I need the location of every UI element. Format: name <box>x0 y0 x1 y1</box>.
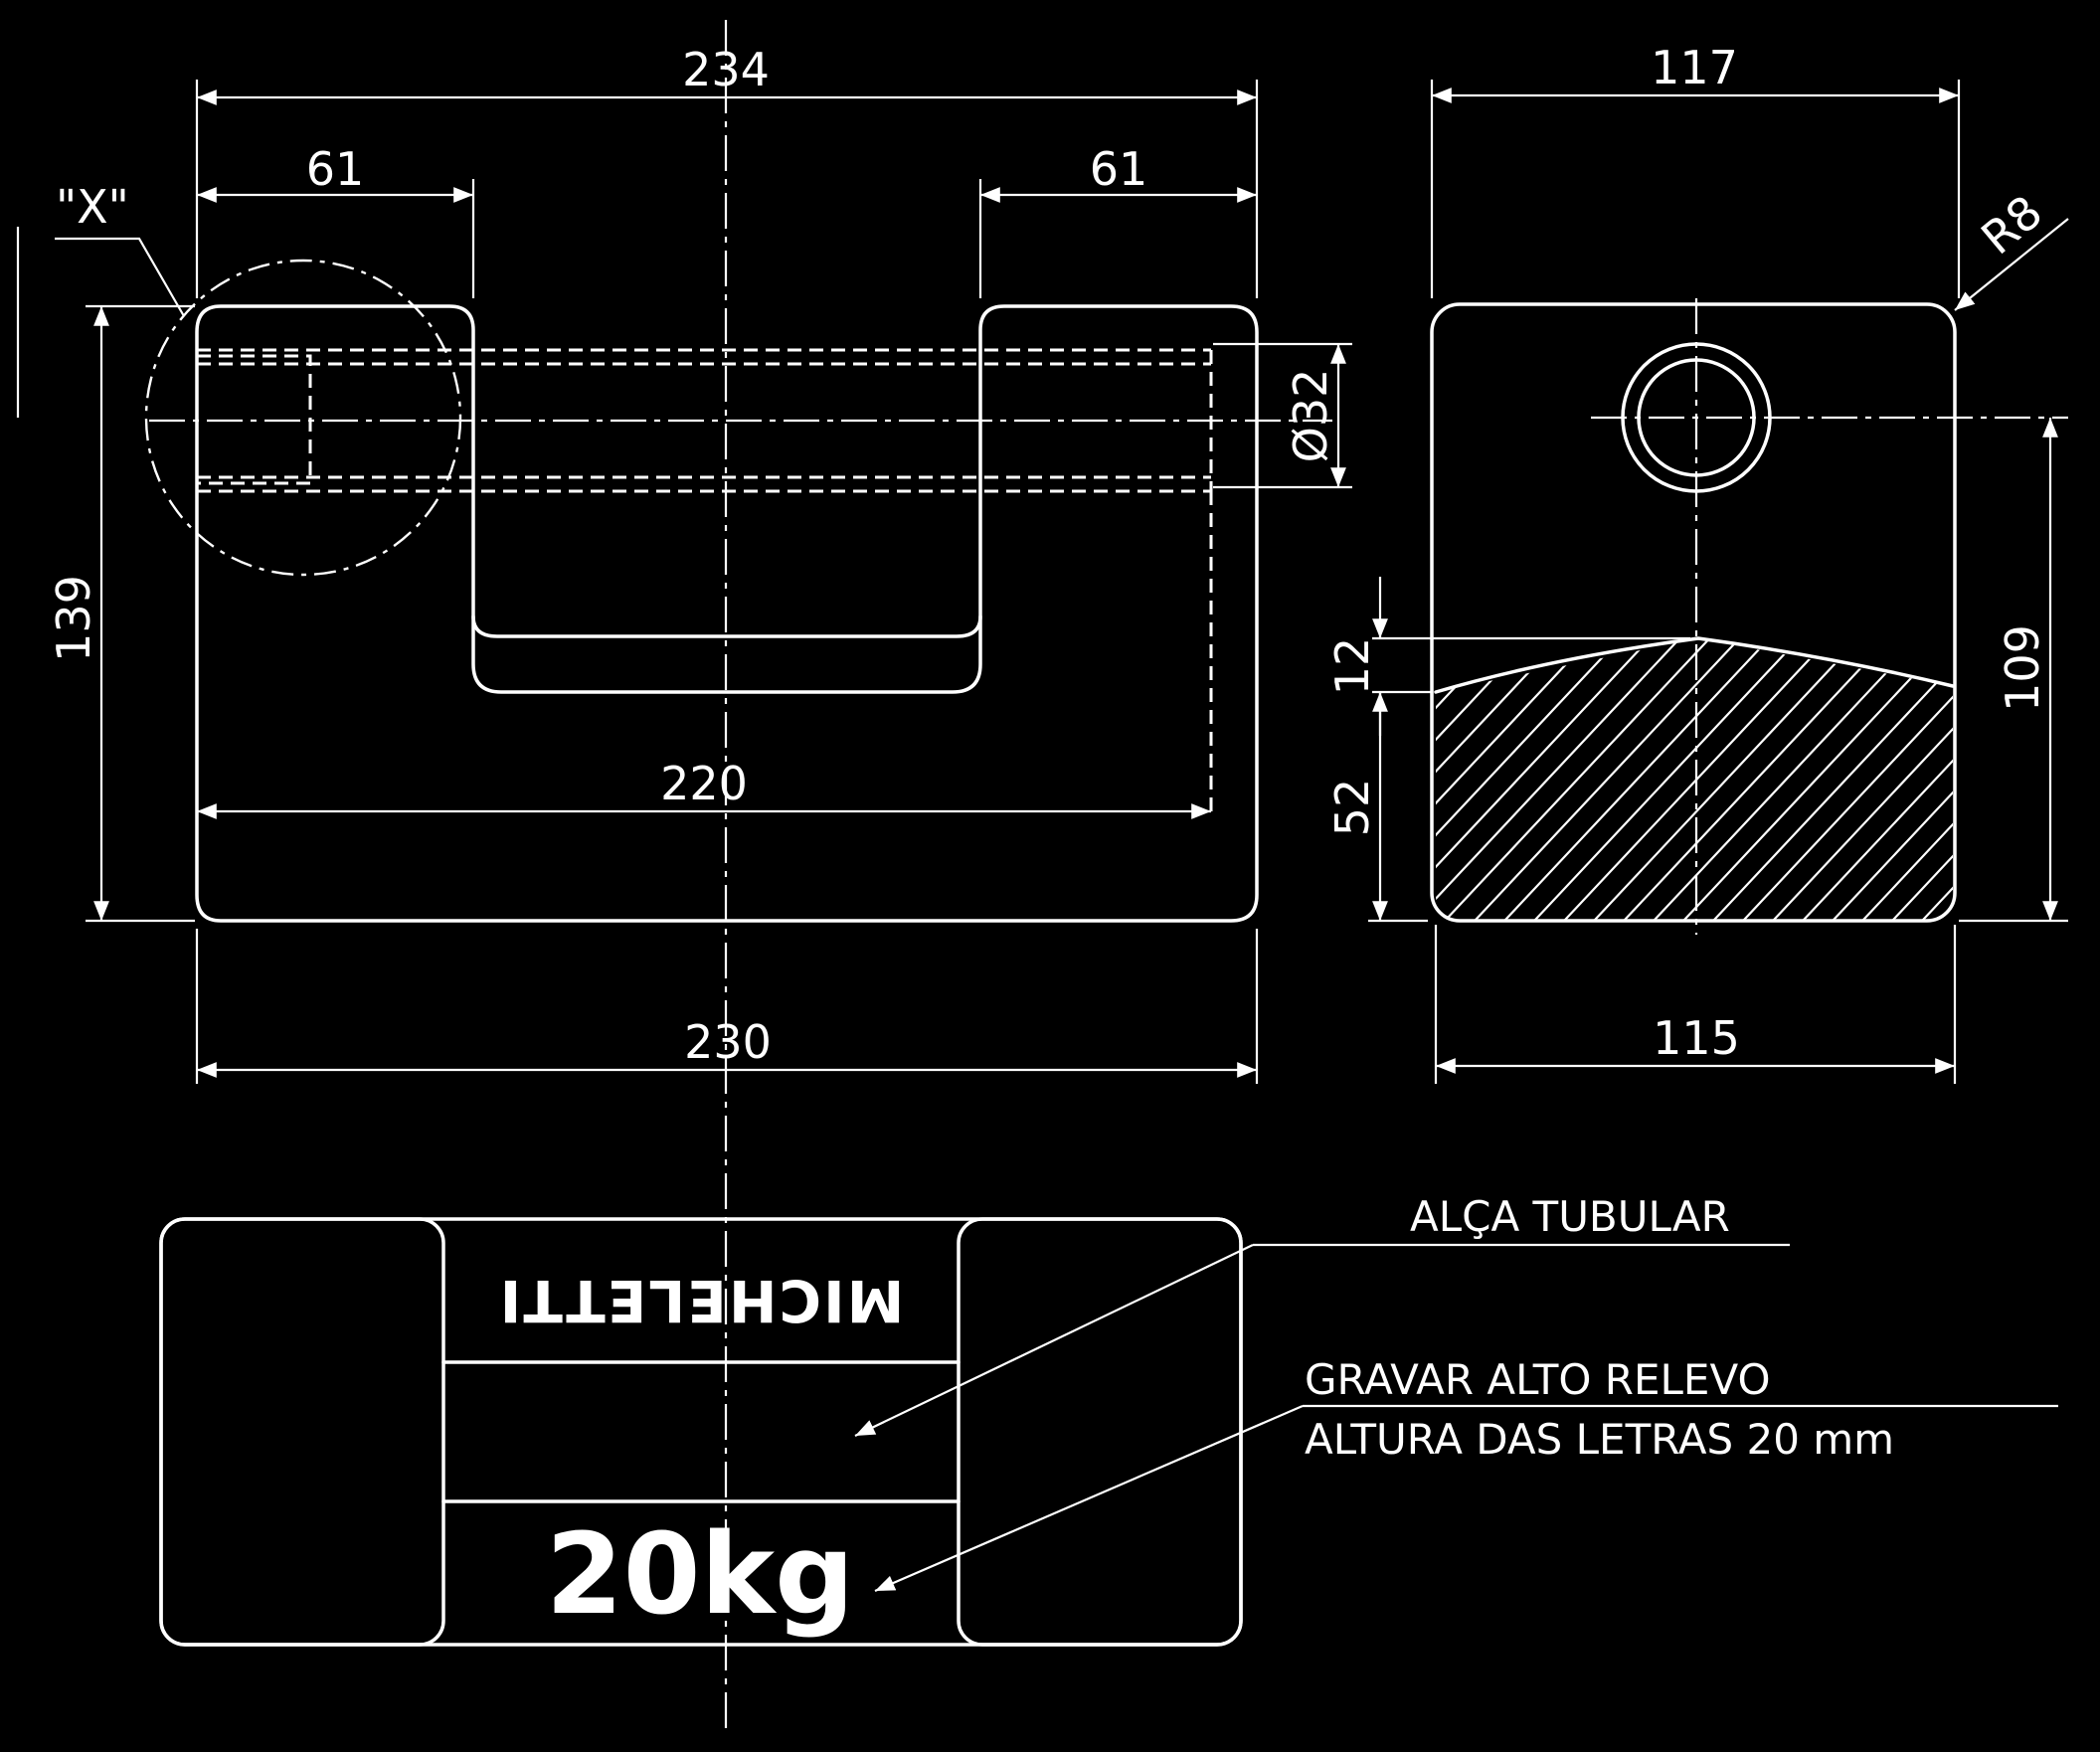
hatch-line <box>1436 638 1612 920</box>
hatch-line <box>1610 638 1910 920</box>
dim-radius-label: R8 <box>1971 185 2052 265</box>
dim-tube-height-label: 109 <box>1996 624 2049 712</box>
dim-117-label: 117 <box>1651 41 1738 94</box>
dim-61-left-label: 61 <box>306 142 365 196</box>
dim-tube-diameter-label: Ø32 <box>1284 369 1337 463</box>
engrave-note-line-1: GRAVAR ALTO RELEVO <box>1305 1355 1771 1404</box>
radius-leader <box>1954 218 2069 311</box>
front-view-outline <box>195 304 1259 923</box>
detail-x-circle <box>144 259 462 577</box>
dim-139-label: 139 <box>47 575 100 662</box>
hatch-line <box>2058 616 2100 935</box>
hatch-line <box>2088 616 2100 935</box>
side-view: 117 R8 12 52 109 115 <box>1325 41 2100 1084</box>
hatch-line <box>1436 638 1701 920</box>
hatch-line <box>1819 638 1953 920</box>
dim-section-height-label: 52 <box>1325 779 1379 837</box>
engrave-note-leader <box>874 1404 1304 1593</box>
handle-note-leader <box>854 1244 1254 1437</box>
dim-61-right-label: 61 <box>1090 142 1148 196</box>
hatch-line <box>1436 638 1671 920</box>
front-view-handle-rib <box>471 614 982 638</box>
hatch-line <box>1759 638 1953 920</box>
top-view-left-lug <box>159 1217 445 1647</box>
front-view: "X" 234 61 61 139 Ø32 220 230 <box>16 20 1352 1730</box>
dim-115-label: 115 <box>1653 1011 1740 1065</box>
top-view-right-lug <box>957 1217 1243 1647</box>
hatch-line <box>1878 638 1953 920</box>
hatch-line <box>1461 638 1761 920</box>
notes: ALÇA TUBULAR GRAVAR ALTO RELEVO ALTURA D… <box>854 1192 2058 1593</box>
weight-mark-text: 20kg <box>546 1510 855 1640</box>
hatch-line <box>1550 638 1850 920</box>
dim-234-label: 234 <box>682 43 770 96</box>
hatch-line <box>1436 638 1731 920</box>
hatch-line <box>1729 638 1953 920</box>
hatch-line <box>1520 638 1821 920</box>
detail-x-leader <box>55 237 185 317</box>
hatch-line <box>1436 638 1642 920</box>
dim-220-label: 220 <box>660 757 748 810</box>
dim-230-label: 230 <box>684 1015 772 1069</box>
top-view: MICHELETTI 20kg <box>159 1217 1243 1647</box>
hatch-line <box>1490 638 1791 920</box>
handle-note-text: ALÇA TUBULAR <box>1410 1192 1730 1241</box>
side-view-outline <box>1430 302 1957 923</box>
engrave-note-line-2: ALTURA DAS LETRAS 20 mm <box>1305 1415 1894 1464</box>
detail-x-label: "X" <box>56 180 129 234</box>
hatch-line <box>1789 638 1953 920</box>
section-crown-profile <box>1434 636 1955 694</box>
hatch-line <box>1848 638 1953 920</box>
dim-crown-label: 12 <box>1325 637 1379 696</box>
hatch-line <box>1580 638 1880 920</box>
brand-mark-text: MICHELETTI <box>498 1267 905 1334</box>
